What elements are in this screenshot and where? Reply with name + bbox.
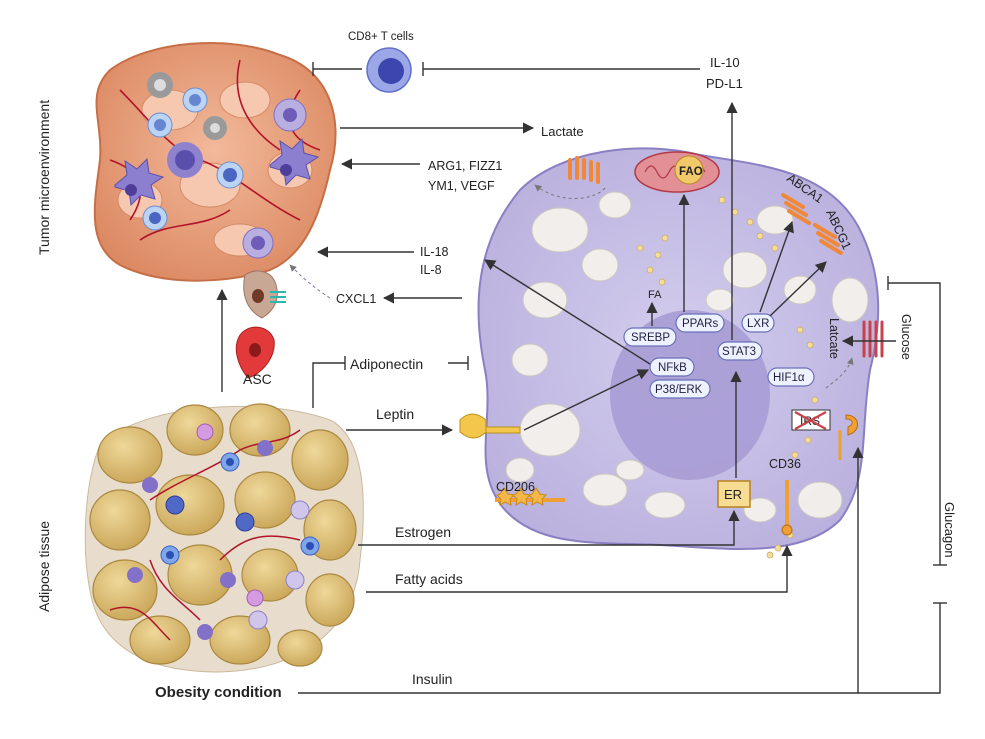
cd8-label: CD8+ T cells [348, 31, 414, 43]
fatty-acids-label: Fatty acids [395, 571, 463, 587]
adipose-vessels [109, 429, 301, 641]
glucagon-label: Glucagon [942, 502, 957, 558]
hif1a-dashed [825, 357, 854, 389]
cd36-receptor [781, 480, 793, 536]
insulin-receptor [838, 414, 858, 460]
fa-label: FA [648, 289, 662, 301]
pill-hif1a: HIF1α [767, 367, 815, 387]
adipose-immune-cells [127, 423, 320, 640]
cd206-label: CD206 [496, 480, 535, 494]
obesity-condition-label: Obesity condition [155, 684, 282, 701]
pill-srebp: SREBP [623, 327, 677, 347]
pill-lxr: LXR [741, 313, 775, 333]
il8-label: IL-8 [420, 263, 442, 277]
mitochondrion [634, 151, 720, 193]
il10-label: IL-10 [710, 55, 740, 70]
pill-nfkb: NFkB [649, 357, 695, 377]
svg-text:NFkB: NFkB [658, 362, 687, 374]
arg1-label: ARG1, FIZZ1 [428, 159, 502, 173]
pdl1-label: PD-L1 [706, 76, 743, 91]
il18-label: IL-18 [420, 245, 449, 259]
vesicles [505, 191, 869, 523]
leptin-receptor [459, 413, 521, 439]
abca1-transporter [781, 193, 811, 225]
cxcl1-dashed [289, 264, 331, 299]
adipose-section-label: Adipose tissue [36, 521, 52, 612]
asc-cell [235, 270, 286, 379]
glucose-transporter [862, 320, 884, 358]
svg-text:STAT3: STAT3 [722, 346, 756, 358]
cxcl1-label: CXCL1 [336, 292, 376, 306]
nfkb-to-il18 [484, 259, 651, 365]
adiponectin-label: Adiponectin [350, 356, 423, 372]
estrogen-arrow [358, 509, 740, 546]
asc-label: ASC [243, 371, 272, 387]
ym1-label: YM1, VEGF [428, 179, 495, 193]
tumor-mass [93, 42, 337, 282]
lactate-label: Lactate [541, 124, 584, 139]
adipose-tissue [84, 403, 364, 673]
fatty-acids-arrow [366, 544, 793, 593]
cd206-receptor [495, 487, 565, 506]
adiponectin-left [312, 362, 345, 408]
macrophage-cell: FAO [459, 147, 884, 559]
abcg1-transporter [813, 223, 843, 255]
cxcl1-receptor [270, 291, 286, 303]
glucose-label: Glucose [899, 314, 913, 360]
pill-p38-erk: P38/ERK [649, 379, 711, 399]
svg-text:SREBP: SREBP [631, 332, 670, 344]
er-box: ER [717, 480, 751, 508]
pill-stat3: STAT3 [717, 341, 763, 361]
fao-label: FAO [679, 166, 703, 178]
cd36-label: CD36 [769, 457, 801, 471]
glucagon-to-macrophage [888, 282, 941, 565]
lxr-to-abcg1 [769, 261, 827, 317]
leptin-to-nfkb [523, 369, 650, 431]
svg-text:PPARs: PPARs [682, 318, 718, 330]
svg-text:ER: ER [724, 487, 742, 502]
tumor-cells [114, 72, 320, 259]
tumor-section-label: Tumor microenvironment [36, 100, 52, 255]
estrogen-label: Estrogen [395, 524, 451, 540]
svg-text:HIF1α: HIF1α [773, 372, 805, 384]
lxr-to-abca1 [759, 220, 794, 313]
irs-box: IRS [791, 409, 831, 431]
glucagon-line [858, 603, 941, 694]
insulin-label: Insulin [412, 671, 452, 687]
leptin-label: Leptin [376, 406, 414, 422]
svg-text:LXR: LXR [747, 318, 769, 330]
latcate-label: Latcate [827, 318, 841, 359]
lactate-dashed [534, 184, 606, 199]
lipid-droplets [636, 196, 819, 559]
pill-ppars: PPARs [675, 313, 725, 333]
arrows [216, 62, 947, 694]
cd8-t-cell [366, 47, 412, 93]
svg-text:P38/ERK: P38/ERK [655, 384, 703, 396]
lactate-receptor [568, 156, 600, 184]
